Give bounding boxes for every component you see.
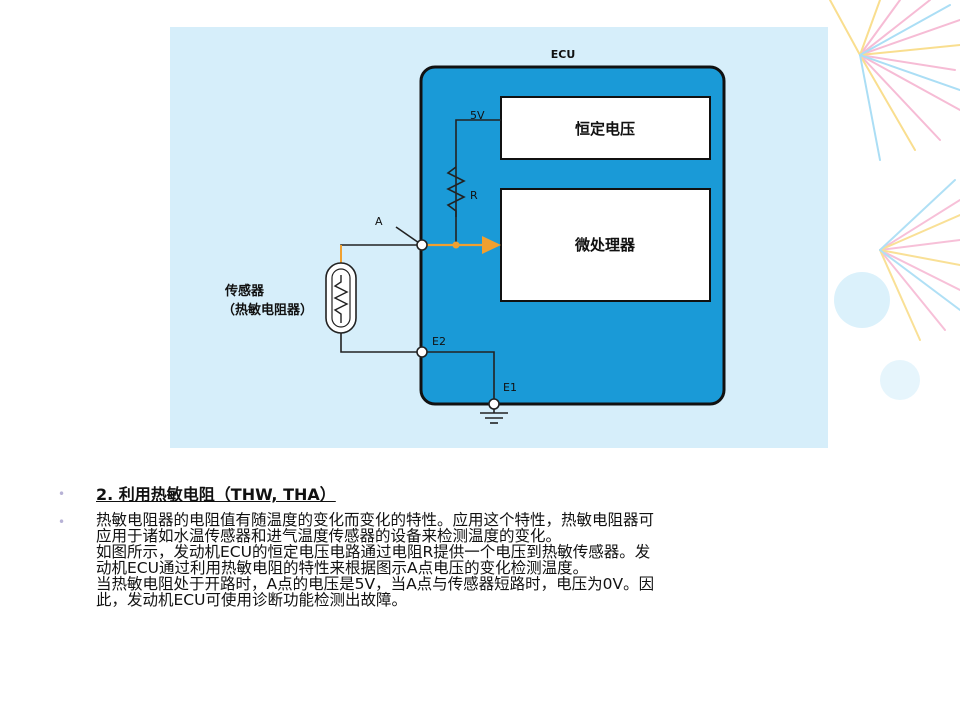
section-heading: 2. 利用热敏电阻（THW, THA） bbox=[96, 485, 336, 504]
paragraph-line: 动机ECU通过利用热敏电阻的特性来根据图示A点电压的变化检测温度。 bbox=[96, 559, 589, 577]
terminal-a bbox=[416, 239, 428, 251]
glow-circle bbox=[880, 360, 920, 400]
text-content: • 2. 利用热敏电阻（THW, THA） • 热敏电阻器的电阻值有随温度的变化… bbox=[58, 484, 878, 608]
thermistor-symbol bbox=[325, 262, 357, 334]
ground-symbol bbox=[480, 412, 508, 424]
firework-top-right bbox=[829, 0, 960, 161]
terminal-e2 bbox=[416, 346, 428, 358]
microprocessor-label: 微处理器 bbox=[574, 236, 636, 254]
bullet-icon: • bbox=[58, 515, 66, 529]
ecu-label: ECU bbox=[551, 48, 576, 61]
paragraph-line: 热敏电阻器的电阻值有随温度的变化而变化的特性。应用这个特性，热敏电阻器可 bbox=[96, 511, 655, 529]
terminal-e1 bbox=[488, 398, 500, 410]
signal-path bbox=[340, 167, 501, 263]
constant-voltage-label: 恒定电压 bbox=[575, 120, 635, 138]
paragraph-line: 当热敏电阻处于开路时，A点的电压是5V，当A点与传感器短路时，电压为0V。因 bbox=[96, 575, 655, 593]
resistor-label: R bbox=[470, 189, 478, 202]
constant-voltage-box bbox=[500, 96, 711, 160]
paragraph-line: 应用于诸如水温传感器和进气温度传感器的设备来检测温度的变化。 bbox=[96, 527, 562, 545]
bullet-icon: • bbox=[58, 487, 66, 501]
sensor-sublabel: （热敏电阻器） bbox=[222, 302, 313, 318]
junction-point bbox=[452, 241, 460, 249]
sensor-label: 传感器 bbox=[224, 283, 265, 299]
ecu-circuit-diagram: ECU 恒定电压 微处理器 5V R A E2 E1 传感器 （热敏电阻器） bbox=[170, 27, 828, 448]
firework-right bbox=[879, 179, 960, 341]
voltage-5v-label: 5V bbox=[470, 109, 485, 122]
signal-arrow bbox=[482, 236, 501, 254]
e1-label: E1 bbox=[503, 381, 517, 394]
paragraph-line: 此，发动机ECU可使用诊断功能检测出故障。 bbox=[96, 591, 407, 609]
heading-row: • 2. 利用热敏电阻（THW, THA） bbox=[58, 484, 878, 506]
point-a-label: A bbox=[375, 215, 383, 228]
glow-circle bbox=[834, 272, 890, 328]
e2-label: E2 bbox=[432, 335, 446, 348]
paragraph-row: • 热敏电阻器的电阻值有随温度的变化而变化的特性。应用这个特性，热敏电阻器可 应… bbox=[58, 512, 878, 608]
paragraph-line: 如图所示，发动机ECU的恒定电压电路通过电阻R提供一个电压到热敏传感器。发 bbox=[96, 543, 651, 561]
